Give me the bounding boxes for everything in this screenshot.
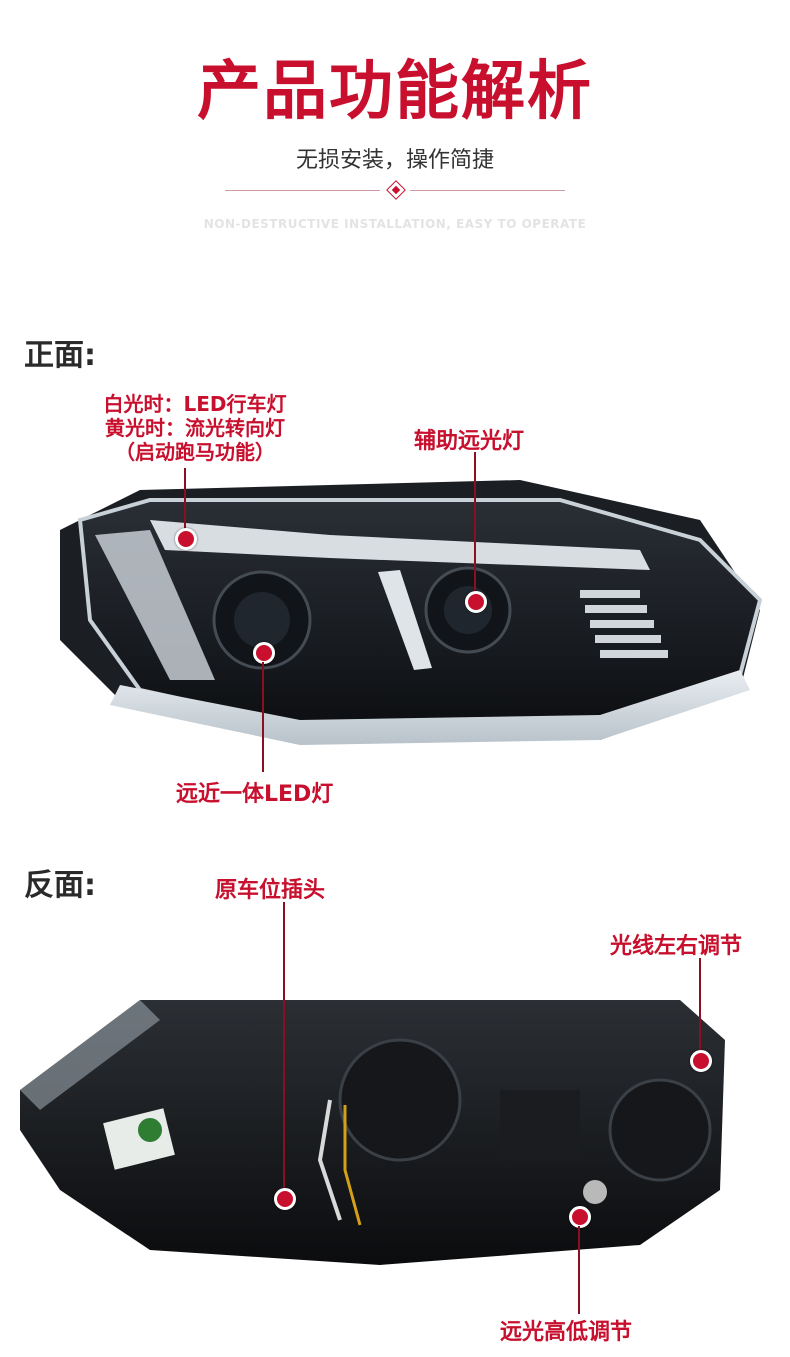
callout-drl-dot: [175, 528, 197, 550]
callout-plug: 原车位插头: [215, 878, 326, 903]
headlight-front-image: [60, 480, 763, 745]
callout-height-dot: [569, 1206, 591, 1228]
callout-drl-line: [184, 468, 186, 538]
callout-height-adjust: 远光高低调节: [500, 1320, 633, 1345]
english-tagline: NON-DESTRUCTIVE INSTALLATION, EASY TO OP…: [203, 217, 587, 231]
headlight-back-image: [20, 1000, 725, 1265]
callout-lr-line: [699, 958, 701, 1050]
callout-aux-dot: [465, 591, 487, 613]
back-section-label: 反面:: [24, 868, 96, 903]
page-title: 产品功能解析: [197, 55, 593, 129]
callout-aux-high-beam: 辅助远光灯: [414, 429, 525, 454]
callout-aux-line: [474, 452, 476, 600]
callout-drl-line2: 黄光时：流光转向灯: [105, 416, 285, 440]
callout-drl-line1: 白光时：LED行车灯: [103, 392, 287, 416]
divider-right: [410, 190, 565, 191]
callout-drl-line3: （启动跑马功能）: [115, 440, 275, 464]
page-subtitle: 无损安装，操作简捷: [295, 148, 494, 173]
callout-height-line: [578, 1226, 580, 1314]
callout-drl-text: 白光时：LED行车灯 黄光时：流光转向灯 （启动跑马功能）: [80, 392, 310, 464]
front-section-label: 正面:: [24, 338, 96, 373]
callout-plug-line: [283, 902, 285, 1192]
callout-bi-led-line: [262, 662, 264, 772]
callout-lr-dot: [690, 1050, 712, 1072]
callout-plug-dot: [274, 1188, 296, 1210]
callout-bi-led: 远近一体LED灯: [176, 782, 334, 807]
divider-left: [225, 190, 380, 191]
callout-bi-led-dot: [253, 642, 275, 664]
callout-lr-adjust: 光线左右调节: [610, 934, 743, 959]
